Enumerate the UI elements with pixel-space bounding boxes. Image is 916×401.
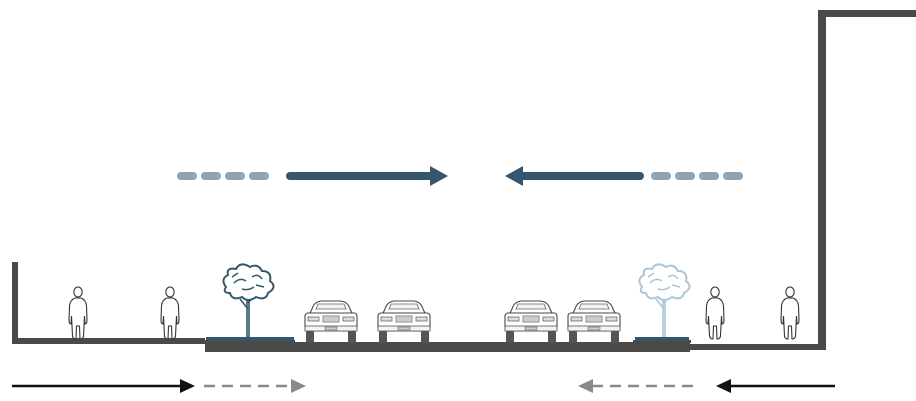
pedestrian-icon xyxy=(705,286,725,340)
car-icon xyxy=(304,300,358,344)
arrow-icon xyxy=(204,379,306,393)
building-outline xyxy=(818,10,916,350)
tree-icon xyxy=(638,263,691,337)
car-icon xyxy=(377,300,431,344)
tree-icon xyxy=(222,263,275,337)
right-planter xyxy=(635,337,689,342)
left-wall xyxy=(12,262,18,340)
pedestrian-icon xyxy=(68,286,88,340)
arrow-icon xyxy=(286,166,448,186)
left-planter xyxy=(206,337,294,342)
arrow-icon xyxy=(505,166,644,186)
right-curb xyxy=(633,340,691,343)
arrow-icon xyxy=(716,379,835,393)
right-sidewalk xyxy=(690,344,822,350)
ground-profile xyxy=(12,262,822,352)
traffic-flow-arrows xyxy=(177,166,743,186)
arrow-icon xyxy=(578,379,698,393)
car-icon xyxy=(567,300,621,344)
pedestrian-flow-arrows xyxy=(12,379,835,393)
left-curb xyxy=(205,340,295,343)
road-surface xyxy=(205,342,690,352)
car-icon xyxy=(504,300,558,344)
pedestrian-icon xyxy=(780,286,800,340)
arrow-icon xyxy=(12,379,195,393)
left-sidewalk xyxy=(12,338,205,344)
pedestrian-icon xyxy=(160,286,180,340)
